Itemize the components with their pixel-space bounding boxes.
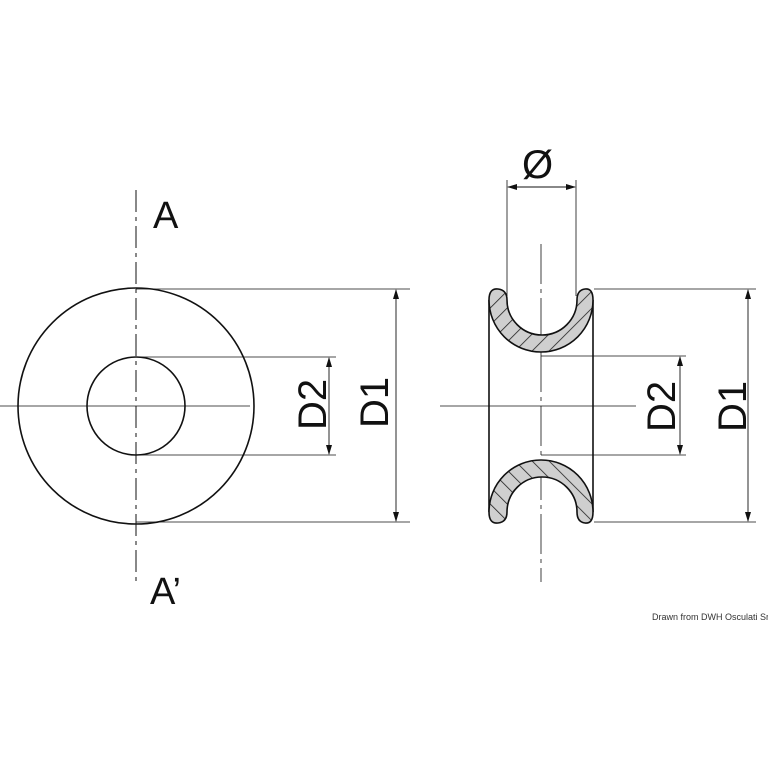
- credit-text: Drawn from DWH Osculati Srl: [652, 612, 768, 622]
- side-d1-label: D1: [711, 381, 755, 432]
- diameter-symbol-label: Ø: [522, 143, 553, 187]
- section-label-a: A: [153, 195, 179, 237]
- hatched-section-top: [488, 288, 594, 353]
- front-d2-label: D2: [291, 379, 335, 430]
- section-label-a-prime: A’: [150, 571, 181, 613]
- side-d2-label: D2: [640, 381, 684, 432]
- section-view: [440, 180, 756, 582]
- front-view: [0, 190, 410, 582]
- front-d1-label: D1: [353, 377, 397, 428]
- hatched-section-bottom: [488, 459, 594, 524]
